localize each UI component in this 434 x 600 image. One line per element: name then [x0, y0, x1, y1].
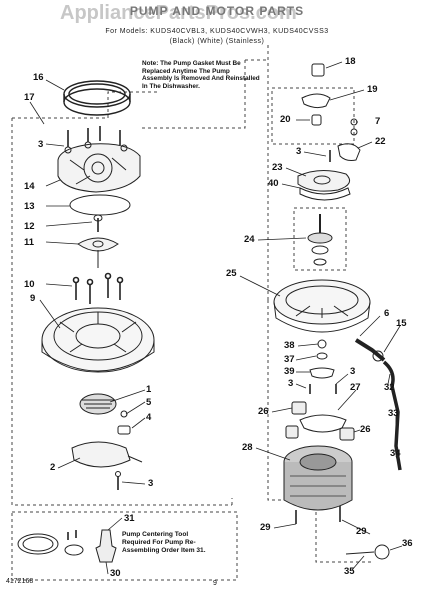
callout-9: 9: [30, 293, 36, 304]
document-number: 4172168: [6, 578, 34, 585]
callout-4: 4: [146, 412, 152, 423]
impeller-parts: [77, 214, 119, 268]
callout-14: 14: [24, 181, 35, 192]
callout-26-left: 26: [258, 406, 269, 417]
callout-23: 23: [272, 162, 283, 173]
leader-lines: [29, 61, 403, 575]
callout-19: 19: [367, 84, 378, 95]
color-list: (Black) (White) (Stainless): [169, 38, 265, 45]
callout-39: 39: [284, 366, 295, 377]
callout-38: 38: [284, 340, 295, 351]
callout-36: 36: [402, 538, 413, 549]
pump-gasket-ring: [63, 80, 131, 116]
callout-33: 33: [388, 408, 399, 419]
callout-29-right: 29: [356, 526, 367, 537]
callout-3-right: 3: [296, 146, 302, 157]
callout-5: 5: [146, 397, 152, 408]
callout-3-lower: 3: [148, 478, 154, 489]
callout-11: 11: [24, 237, 35, 248]
callout-7: 7: [375, 116, 381, 127]
retainer-parts: [71, 410, 143, 490]
drain-hose: [354, 338, 402, 471]
dashed-frames: [11, 45, 372, 581]
callout-3-mid-right: 3: [350, 366, 356, 377]
pump-gasket-note: Note: The Pump Gasket Must Be Replaced A…: [142, 60, 260, 90]
callout-29-left: 29: [260, 522, 271, 533]
callout-6: 6: [384, 308, 390, 319]
callout-40: 40: [268, 178, 279, 189]
callout-13: 13: [24, 201, 35, 212]
callout-37: 37: [284, 354, 295, 365]
callout-12: 12: [24, 221, 35, 232]
callout-16: 16: [33, 72, 44, 83]
callout-26-right: 26: [360, 424, 371, 435]
centering-tool-note: Pump Centering Tool Required For Pump Re…: [122, 531, 206, 554]
callout-10: 10: [24, 279, 35, 290]
middle-small-parts: [309, 339, 337, 394]
page-number: 9: [213, 580, 217, 587]
pump-gasket-kit: [17, 529, 117, 563]
wire-clip: [345, 544, 390, 560]
callout-15: 15: [396, 318, 407, 329]
callout-34: 34: [390, 448, 401, 459]
pump-bowl: [273, 279, 371, 333]
bolts-row: [72, 272, 124, 304]
callout-20: 20: [280, 114, 291, 125]
filter-screen: [79, 393, 117, 415]
callout-27: 27: [350, 382, 361, 393]
callout-24: 24: [244, 234, 255, 245]
pump-base: [41, 307, 155, 373]
callout-31: 31: [124, 513, 135, 524]
callout-25: 25: [226, 268, 237, 279]
callout-35: 35: [344, 566, 355, 577]
motor-seal-parts: [297, 143, 361, 201]
pump-housing-top: [57, 126, 141, 193]
page-title: PUMP AND MOTOR PARTS: [129, 4, 305, 18]
motor-mounts: [285, 401, 355, 441]
callout-2: 2: [50, 462, 56, 473]
upper-small-parts: [301, 63, 358, 136]
callout-18: 18: [345, 56, 356, 67]
callout-3-mid: 3: [288, 378, 294, 389]
motor: [283, 445, 353, 524]
callout-22: 22: [375, 136, 386, 147]
callout-28: 28: [242, 442, 253, 453]
motor-shaft: [307, 214, 333, 266]
seal-ring: [69, 194, 131, 216]
model-list: For Models: KUDS40CVBL3, KUDS40CVWH3, KU…: [105, 28, 329, 35]
callout-1: 1: [146, 384, 152, 395]
callout-30: 30: [110, 568, 121, 579]
callout-32: 32: [384, 382, 395, 393]
callout-17: 17: [24, 92, 35, 103]
watermark: AppliancePartsPros.com: [60, 2, 297, 24]
callout-3: 3: [38, 139, 44, 150]
